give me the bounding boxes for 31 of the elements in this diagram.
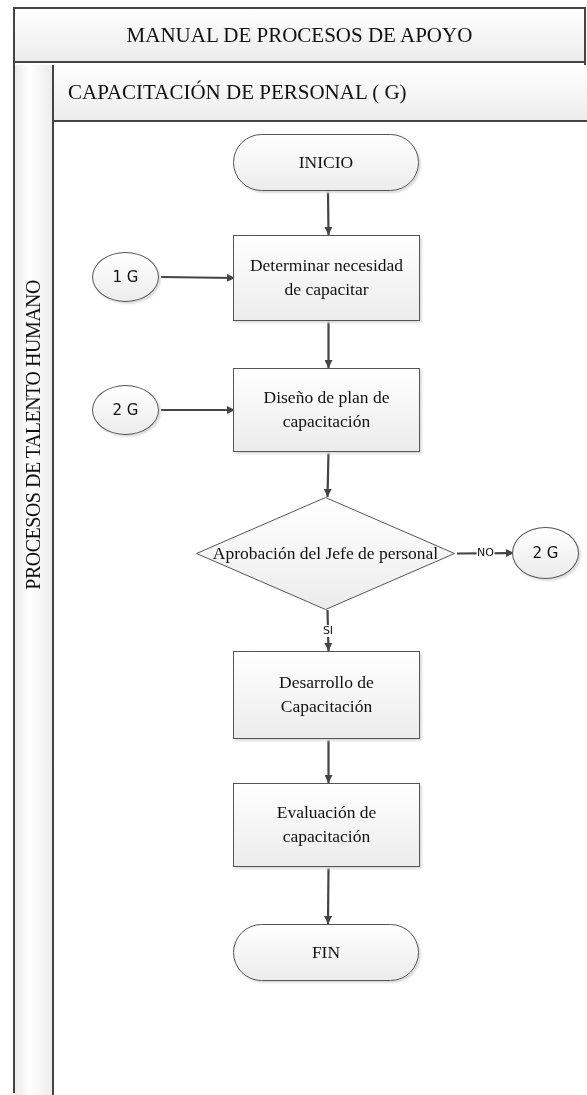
arrow (324, 867, 333, 924)
connector-label: 2 G (531, 542, 560, 564)
arrow (161, 406, 235, 414)
process-box (233, 368, 420, 452)
node-label: Diseño de plan de capacitación (262, 386, 391, 433)
pool-title: MANUAL DE PROCESOS DE APOYO (126, 22, 473, 48)
connector-circle (92, 252, 159, 302)
node-label: Desarrollo de Capacitación (278, 671, 375, 718)
node-label: FIN (310, 940, 342, 964)
node-label: Determinar necesidad de capacitar (248, 254, 405, 301)
lane-heading: CAPACITACIÓN DE PERSONAL ( G) (68, 80, 407, 105)
terminal-shape (233, 134, 419, 191)
arrow (324, 321, 333, 368)
process-box (233, 651, 420, 739)
terminal-shape (233, 924, 419, 981)
arrow (324, 191, 333, 235)
lane-title: PROCESOS DE TALENTO HUMANO (22, 280, 45, 590)
arrow (324, 739, 333, 783)
node-label: INICIO (297, 150, 355, 174)
process-box (233, 235, 420, 321)
connector-circle (92, 385, 159, 435)
connector-circle (512, 527, 579, 579)
edge-label: SI (321, 624, 335, 637)
node-label: Aprobación del Jefe de personal (212, 541, 439, 565)
connector-label: 1 G (111, 266, 140, 288)
decision-diamond (196, 497, 455, 610)
connector-label: 2 G (111, 399, 140, 421)
arrow (161, 273, 235, 282)
process-box (233, 783, 420, 867)
arrow (323, 451, 332, 498)
node-label: Evaluación de capacitación (275, 801, 378, 848)
